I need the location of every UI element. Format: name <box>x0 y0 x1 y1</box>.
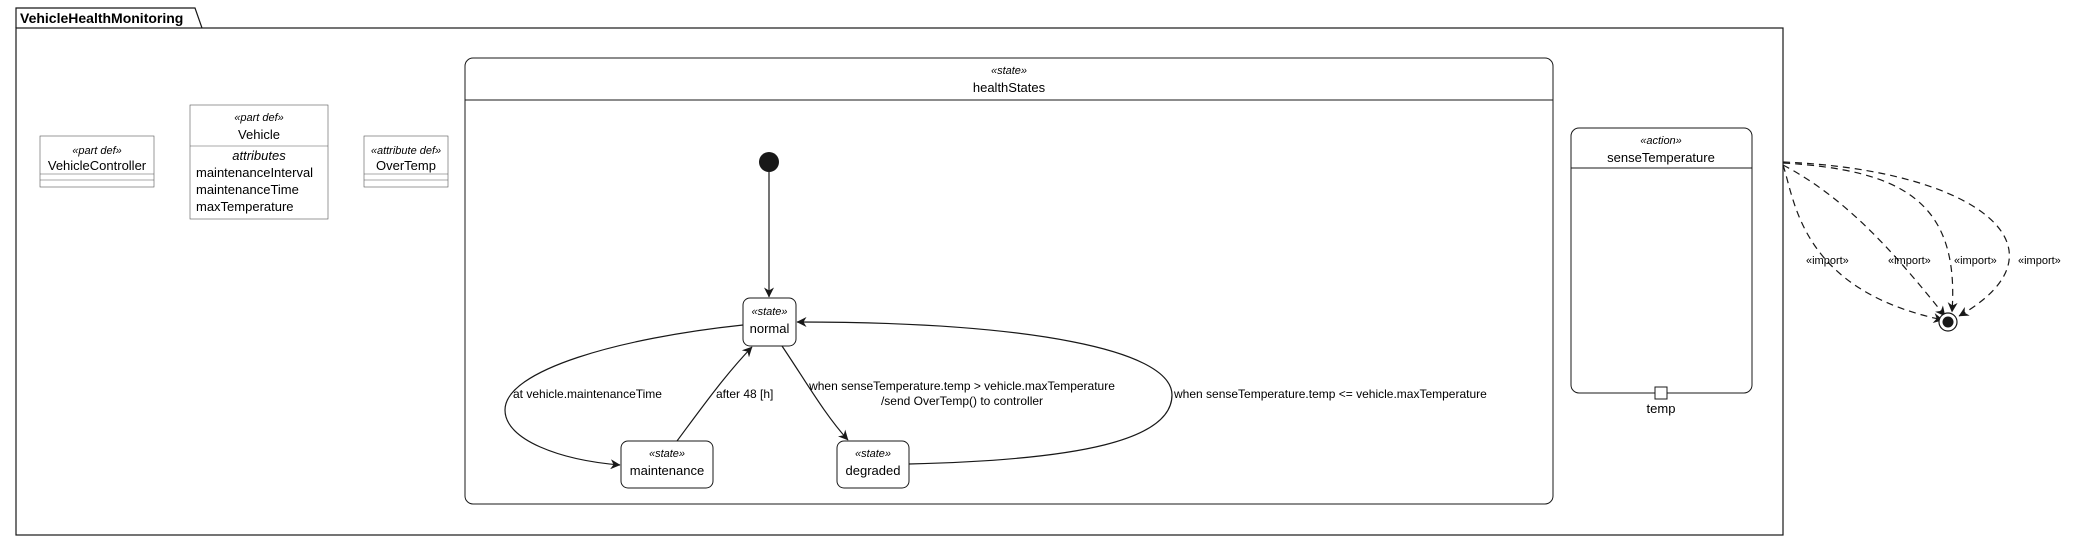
import-dependencies: «import» «import» «import» «import» <box>1782 161 2061 332</box>
import-label: «import» <box>2018 255 2061 267</box>
over-temp-stereotype: «attribute def» <box>371 145 441 157</box>
state-maintenance[interactable]: «state» maintenance <box>620 440 714 489</box>
health-states-name: healthStates <box>973 80 1046 95</box>
temp-port[interactable] <box>1654 386 1668 400</box>
degraded-stereotype: «state» <box>855 448 891 460</box>
vehicle-attribute: maxTemperature <box>196 199 294 214</box>
degraded-name: degraded <box>846 463 901 478</box>
import-label: «import» <box>1954 255 1997 267</box>
transition-label: at vehicle.maintenanceTime <box>513 387 662 401</box>
import-label: «import» <box>1806 255 1849 267</box>
final-node-icon[interactable] <box>1938 312 1958 332</box>
part-def-vehicle-controller[interactable]: «part def» VehicleController <box>39 135 155 188</box>
vehicle-controller-stereotype: «part def» <box>72 145 122 157</box>
transition-label: when senseTemperature.temp > vehicle.max… <box>808 379 1115 393</box>
sense-temperature-name: senseTemperature <box>1607 150 1715 165</box>
vehicle-controller-name: VehicleController <box>48 158 147 173</box>
vehicle-stereotype: «part def» <box>234 112 284 124</box>
state-machine-health-states[interactable]: «state» healthStates «state» normal «sta… <box>464 57 1554 505</box>
import-edge <box>1782 164 1944 323</box>
vehicle-attribute: maintenanceTime <box>196 182 299 197</box>
temp-port-label: temp <box>1647 401 1676 416</box>
import-edge <box>1782 161 2010 317</box>
maintenance-stereotype: «state» <box>649 448 685 460</box>
state-normal[interactable]: «state» normal <box>742 297 797 347</box>
sense-temperature-stereotype: «action» <box>1640 135 1682 147</box>
import-label: «import» <box>1888 255 1931 267</box>
transition-degraded-to-normal <box>796 317 1173 465</box>
vehicle-attribute: maintenanceInterval <box>196 165 313 180</box>
part-def-vehicle[interactable]: «part def» Vehicle attributes maintenanc… <box>189 104 329 220</box>
vehicle-attributes-title: attributes <box>232 148 286 163</box>
import-edge <box>1782 162 1958 313</box>
normal-stereotype: «state» <box>751 306 787 318</box>
import-edge <box>1782 164 1946 317</box>
initial-state-dot[interactable] <box>759 152 779 172</box>
package-frame: VehicleHealthMonitoring <box>15 7 1784 536</box>
transition-normal-to-maintenance <box>504 324 744 470</box>
transition-normal-to-degraded <box>781 345 849 441</box>
transition-label: /send OverTemp() to controller <box>881 394 1043 408</box>
transition-label: after 48 [h] <box>716 387 773 401</box>
transition-maintenance-to-normal <box>676 346 753 442</box>
maintenance-name: maintenance <box>630 463 704 478</box>
over-temp-name: OverTemp <box>376 158 436 173</box>
package-name: VehicleHealthMonitoring <box>20 10 183 26</box>
normal-name: normal <box>750 321 790 336</box>
transition-label: when senseTemperature.temp <= vehicle.ma… <box>1173 387 1487 401</box>
action-sense-temperature[interactable]: «action» senseTemperature temp <box>1570 127 1753 416</box>
vehicle-name: Vehicle <box>238 127 280 142</box>
state-degraded[interactable]: «state» degraded <box>836 440 910 489</box>
health-states-stereotype: «state» <box>991 65 1027 77</box>
attribute-def-over-temp[interactable]: «attribute def» OverTemp <box>363 135 449 188</box>
